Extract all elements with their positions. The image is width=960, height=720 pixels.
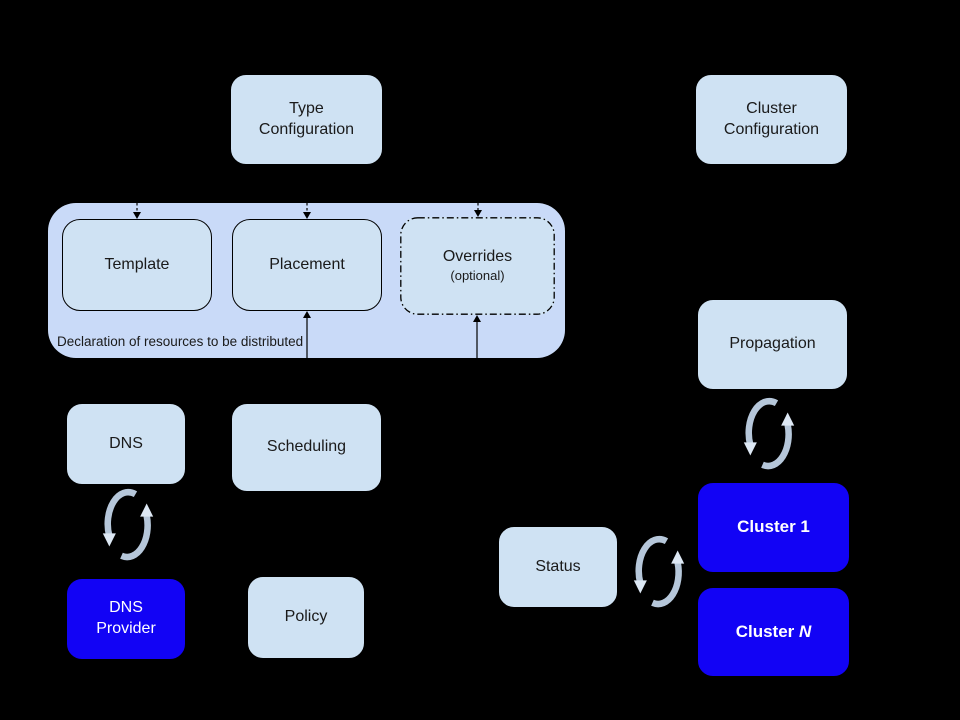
node-template: Template — [62, 219, 212, 311]
node-propagation: Propagation — [697, 299, 848, 390]
node-label: Policy — [284, 608, 328, 626]
node-label: Type Configuration — [258, 99, 355, 138]
node-label: Placement — [269, 255, 345, 273]
down-arrow — [133, 203, 141, 219]
node-placement: Placement — [232, 219, 382, 311]
node-status: Status — [498, 526, 618, 608]
node-label: Cluster N — [735, 621, 812, 641]
node-cluster-1: Cluster 1 — [697, 482, 850, 573]
node-dns-provider: DNS Provider — [66, 578, 186, 660]
dns-sync-icon — [102, 488, 154, 561]
node-label: Scheduling — [266, 438, 347, 456]
node-cluster-n: Cluster N — [697, 587, 850, 677]
down-arrow — [303, 203, 311, 219]
propagation-sync-icon — [743, 397, 795, 470]
up-arrow — [473, 315, 481, 358]
node-scheduling: Scheduling — [231, 403, 382, 492]
node-policy: Policy — [247, 576, 365, 659]
down-arrow — [474, 203, 482, 217]
node-overrides: Overrides (optional) — [400, 217, 555, 315]
node-label: Propagation — [729, 335, 816, 353]
status-sync-icon — [633, 535, 685, 608]
node-sublabel: (optional) — [450, 267, 505, 283]
group-resource-declaration: Template Placement Overrides (optional) … — [48, 203, 565, 358]
node-label: Template — [104, 255, 170, 273]
node-cluster-configuration: Cluster Configuration — [695, 74, 848, 165]
node-label: Overrides — [442, 248, 513, 266]
node-label: DNS Provider — [96, 599, 156, 637]
cluster-n-italic: N — [799, 621, 812, 641]
node-label: Cluster Configuration — [723, 99, 820, 138]
node-label: Status — [535, 557, 581, 575]
node-label: DNS — [109, 434, 143, 452]
node-dns: DNS — [66, 403, 186, 485]
node-label: Cluster 1 — [737, 517, 810, 537]
node-type-configuration: Type Configuration — [230, 74, 383, 165]
group-caption: Declaration of resources to be distribut… — [57, 334, 304, 349]
up-arrow — [303, 311, 311, 358]
